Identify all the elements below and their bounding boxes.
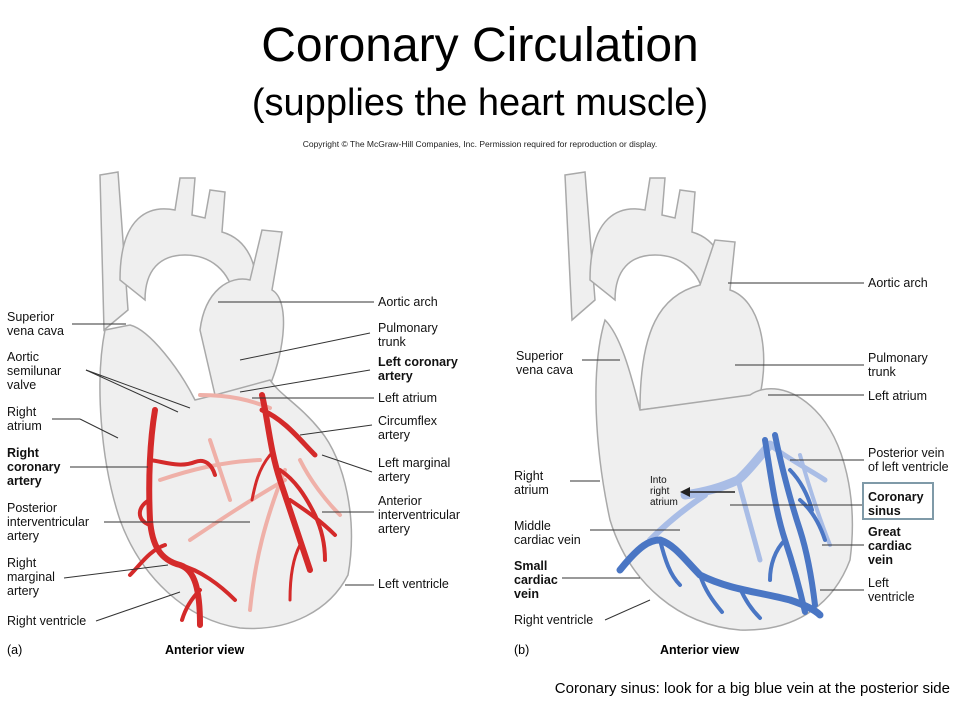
into-right-atrium-arrow [680,487,735,497]
label-left-atrium-b: Left atrium [868,389,928,403]
label-aortic-arch-a: Aortic arch [378,295,438,309]
leader-lines-a [52,301,374,622]
arteries-a-posterior [158,393,342,612]
leader-lines-b [562,282,864,621]
panel-a-letter: (a) [7,643,23,657]
copyright-notice: Copyright © The McGraw-Hill Companies, I… [302,139,658,149]
panel-a-view-label: Anterior view [165,643,245,657]
label-left-ventricle-a: Left ventricle [378,577,449,591]
arteries-a [128,392,337,628]
label-aortic-arch-b: Aortic arch [868,276,928,290]
panel-b-view-label: Anterior view [660,643,740,657]
label-right-ventricle-a: Right ventricle [7,614,87,628]
page-title: Coronary Circulation [261,19,699,72]
label-right-ventricle-b: Right ventricle [514,613,594,627]
panel-b-letter: (b) [514,643,530,657]
page-subtitle: (supplies the heart muscle) [251,82,709,124]
heart-a [99,171,353,630]
coronary-sinus-highlight-box [862,482,934,520]
veins-b [616,432,827,620]
caption: Coronary sinus: look for a big blue vein… [554,680,950,697]
label-left-atrium-a: Left atrium [378,391,438,405]
